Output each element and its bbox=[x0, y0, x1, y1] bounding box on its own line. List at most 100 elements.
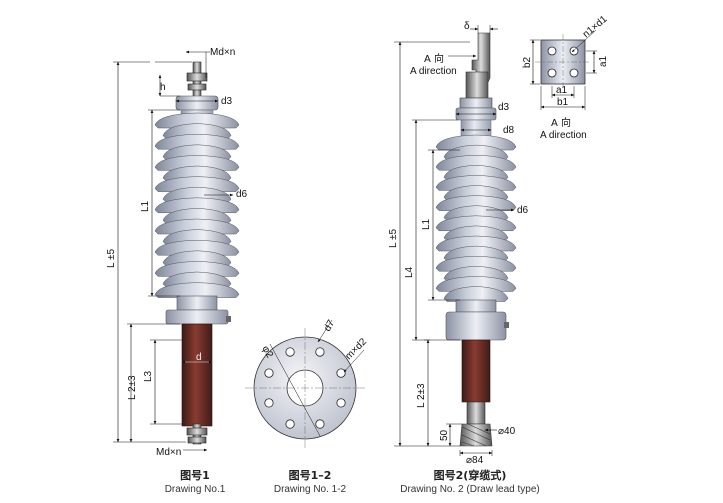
caption-drawing-1-en: Drawing No.1 bbox=[164, 484, 226, 495]
label-delta: δ bbox=[464, 21, 470, 32]
shed bbox=[154, 261, 240, 277]
caption-drawing-1-2-cn: 图号1–2 bbox=[288, 469, 332, 482]
label-a-direction-en: A direction bbox=[540, 130, 587, 141]
lead-stem bbox=[466, 401, 486, 425]
plate-hole bbox=[547, 46, 557, 56]
shed bbox=[435, 154, 517, 171]
bolt-hole bbox=[315, 347, 325, 357]
shed bbox=[154, 112, 240, 129]
drawing-1-2-flange-plan: φ2 d7 m×d2 bbox=[245, 318, 369, 448]
label-d7: d7 bbox=[322, 318, 337, 334]
label-b2: b2 bbox=[522, 56, 533, 68]
label-L23: L 2±3 bbox=[416, 383, 427, 408]
label-d3: d3 bbox=[221, 96, 233, 107]
bottom-nut bbox=[186, 427, 208, 436]
mounting-flange bbox=[445, 311, 507, 341]
bolt-hole bbox=[315, 419, 325, 429]
label-d6: d6 bbox=[236, 189, 248, 200]
label-50: 50 bbox=[439, 429, 450, 441]
shed bbox=[154, 155, 240, 171]
shed bbox=[154, 218, 240, 235]
shed bbox=[162, 144, 232, 161]
shed bbox=[435, 175, 517, 191]
shed bbox=[435, 255, 517, 272]
label-d6: d6 bbox=[517, 205, 529, 216]
shed bbox=[443, 286, 509, 302]
bolt-hole bbox=[264, 368, 274, 378]
plate-hole bbox=[569, 68, 579, 78]
drawing-1-arrester: h Md×n d3 d6 L1 L ±5 L 2±3 L3 d Md bbox=[106, 47, 248, 458]
top-cap bbox=[175, 95, 219, 111]
plate-holes bbox=[547, 46, 579, 78]
brown-body bbox=[181, 323, 213, 427]
shed bbox=[162, 250, 232, 267]
top-nut bbox=[186, 72, 208, 82]
bolt-hole bbox=[336, 368, 346, 378]
terminal-connector bbox=[465, 71, 489, 99]
label-h: h bbox=[160, 82, 166, 93]
shed bbox=[154, 239, 240, 256]
shed bbox=[162, 271, 232, 288]
label-L5: L ±5 bbox=[106, 249, 117, 268]
shed-group bbox=[154, 112, 240, 298]
label-L23: L 2±3 bbox=[127, 375, 138, 400]
label-a1-horizontal: a1 bbox=[556, 85, 568, 96]
shed bbox=[162, 165, 232, 182]
flange-lug bbox=[504, 322, 509, 328]
caption-drawing-2-en: Drawing No. 2 (Draw lead type) bbox=[400, 484, 540, 495]
label-phi2: φ2 bbox=[259, 344, 275, 360]
caption-drawing-1-2-en: Drawing No. 1-2 bbox=[273, 484, 347, 495]
shed bbox=[162, 186, 232, 203]
a-direction-detail: n1×d1 b2 a1 a1 b1 A 向 A direction bbox=[522, 14, 610, 141]
caption-drawing-1-cn: 图号1 bbox=[180, 469, 210, 482]
shed bbox=[154, 133, 240, 150]
label-L1: L1 bbox=[140, 200, 151, 212]
plate-hole bbox=[547, 68, 557, 78]
label-d84: ⌀84 bbox=[466, 455, 484, 466]
shed bbox=[435, 276, 517, 292]
label-d8: d8 bbox=[503, 125, 515, 136]
shed bbox=[435, 134, 517, 151]
shed bbox=[435, 215, 517, 232]
brown-body bbox=[461, 339, 491, 403]
bolt-hole bbox=[336, 398, 346, 408]
label-md-n-bottom: Md×n bbox=[156, 447, 181, 458]
bolt-hole bbox=[264, 398, 274, 408]
bottom-nut-2 bbox=[187, 436, 207, 444]
drawing-2-draw-lead-arrester: δ A 向 A direction d3 d8 d6 L ±5 L4 L1 L … bbox=[388, 21, 529, 466]
label-n1xd1: n1×d1 bbox=[581, 14, 610, 41]
top-nut-2 bbox=[187, 83, 207, 91]
label-md-n-top: Md×n bbox=[210, 47, 235, 58]
bolt-hole bbox=[285, 347, 295, 357]
label-L4: L4 bbox=[404, 266, 415, 278]
shed bbox=[162, 123, 232, 139]
label-a-direction-cn: A 向 bbox=[424, 52, 444, 65]
label-d40: ⌀40 bbox=[498, 426, 516, 437]
shed bbox=[162, 208, 232, 224]
bolt-holes bbox=[264, 347, 346, 429]
bolt-hole bbox=[285, 419, 295, 429]
shed bbox=[154, 176, 240, 192]
shed bbox=[154, 282, 240, 298]
label-L5: L ±5 bbox=[388, 229, 399, 248]
label-d: d bbox=[196, 352, 202, 363]
shed bbox=[435, 195, 517, 211]
mounting-flange bbox=[165, 309, 229, 325]
caption-drawing-2-cn: 图号2(穿缆式) bbox=[433, 469, 507, 482]
label-a1-vertical: a1 bbox=[598, 55, 609, 67]
label-b1: b1 bbox=[557, 97, 569, 108]
label-L1: L1 bbox=[421, 218, 432, 230]
shed bbox=[435, 235, 517, 252]
flange-lug bbox=[226, 316, 231, 322]
plate-hole bbox=[569, 46, 579, 56]
base-collar bbox=[176, 295, 218, 311]
label-a-direction-cn: A 向 bbox=[551, 116, 571, 129]
shed bbox=[154, 197, 240, 214]
label-a-direction-en: A direction bbox=[410, 66, 457, 77]
shed-group bbox=[435, 134, 517, 302]
label-L3: L3 bbox=[143, 370, 154, 382]
shed bbox=[162, 229, 232, 245]
terminal-top-nut bbox=[459, 97, 493, 109]
